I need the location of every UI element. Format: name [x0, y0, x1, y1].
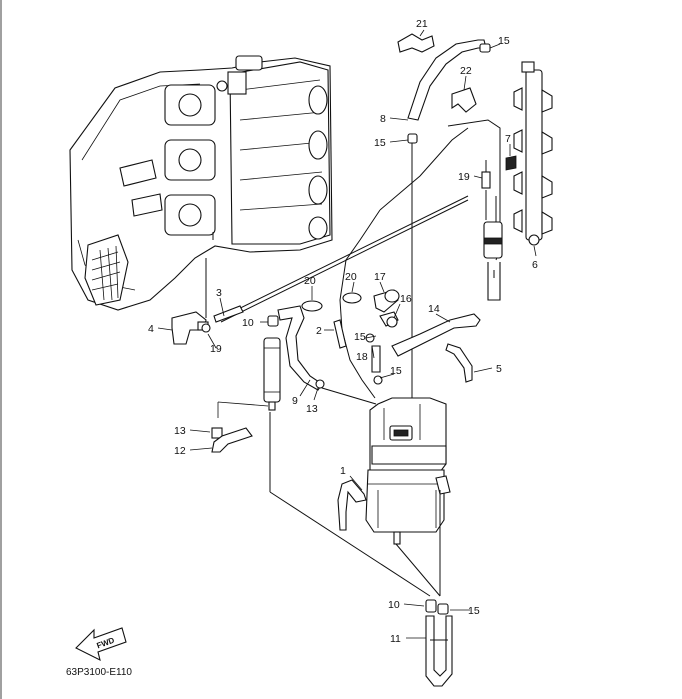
manifold-runners	[229, 61, 331, 245]
callout-14: 14	[428, 303, 440, 315]
routing-lines	[269, 412, 441, 597]
clip-21	[397, 33, 435, 53]
drawing-code: 63P3100-E110	[66, 667, 132, 678]
callout-11: 11	[390, 633, 401, 645]
callout-9: 9	[292, 395, 298, 407]
hose-5	[445, 343, 473, 383]
callout-8: 8	[380, 113, 386, 125]
callout-15d: 15	[390, 365, 402, 377]
tank-lower	[365, 469, 445, 533]
callout-5: 5	[496, 363, 502, 375]
callout-21: 21	[416, 18, 428, 30]
callout-7: 7	[505, 133, 511, 145]
hose-12	[211, 427, 253, 453]
hose-4	[171, 311, 207, 345]
callout-20a: 20	[304, 275, 316, 287]
callout-17: 17	[374, 271, 386, 283]
intake-manifold	[69, 55, 333, 311]
callout-19a: 19	[458, 171, 470, 183]
callout-22: 22	[460, 65, 472, 77]
callout-15a: 15	[374, 137, 386, 149]
lower-hose-11	[425, 599, 453, 687]
callout-6: 6	[532, 259, 538, 271]
vapor-separator-tank	[337, 397, 451, 545]
callout-4: 4	[148, 323, 154, 335]
callout-15b: 15	[498, 35, 510, 47]
callout-2: 2	[316, 325, 322, 337]
callout-10b: 10	[388, 599, 400, 611]
callout-12: 12	[174, 445, 186, 457]
callout-20b: 20	[345, 271, 357, 283]
callout-19b: 19	[210, 343, 222, 355]
hose-1	[337, 479, 367, 531]
clip-20b	[301, 300, 323, 312]
callout-3: 3	[216, 287, 222, 299]
callout-15e: 15	[468, 605, 480, 617]
forward-arrow: FWD	[75, 627, 127, 662]
callout-13a: 13	[174, 425, 186, 437]
callout-13b: 13	[306, 403, 318, 415]
clip-22	[451, 87, 477, 113]
callout-1: 1	[340, 465, 346, 477]
leader-lines	[157, 29, 537, 639]
fuel-hoses	[171, 33, 503, 453]
hose-9	[277, 305, 323, 391]
pressure-regulator	[505, 155, 517, 171]
hose-8	[407, 39, 487, 121]
callout-numbers: 1 2 3 4 5 6 7 8 9 10 10 11 12 13 13 14 1…	[148, 18, 538, 645]
callout-15c: 15	[354, 331, 366, 343]
callout-16: 16	[400, 293, 412, 305]
callout-18: 18	[356, 351, 368, 363]
fuel-rail-body	[525, 69, 543, 241]
clip-20a	[342, 292, 362, 304]
hose-14	[391, 313, 481, 357]
fuel-rail	[505, 61, 553, 246]
callout-10a: 10	[242, 317, 254, 329]
